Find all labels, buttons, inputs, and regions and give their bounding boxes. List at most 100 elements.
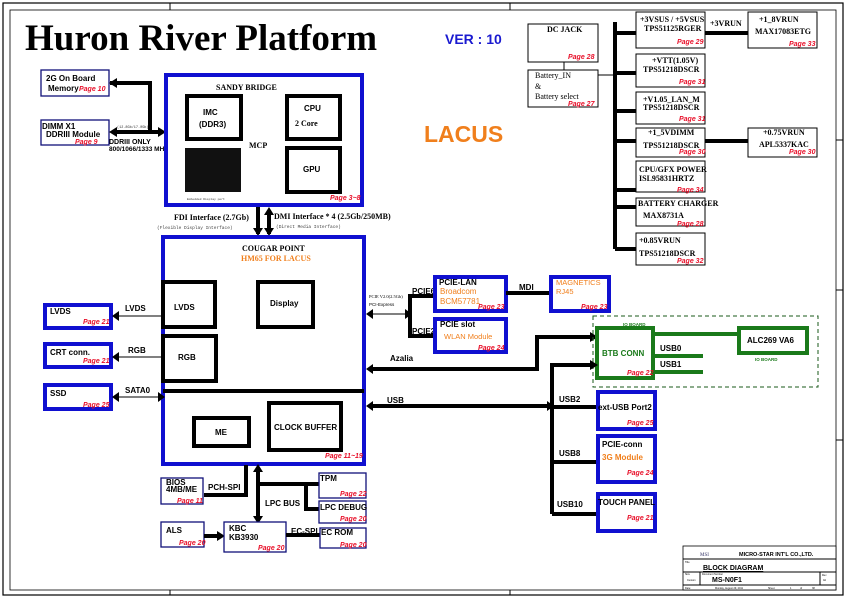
usb10-label: USB10 xyxy=(557,500,583,509)
me-block xyxy=(192,416,251,448)
msi-logo: MSI xyxy=(700,553,709,558)
reg-v105lan-box xyxy=(635,91,706,125)
inner-frame xyxy=(9,9,837,591)
pcie-slot-line1: PCIE slot xyxy=(440,320,475,329)
reg-v105lan-line1: +V1.05_LAN_M xyxy=(643,95,700,104)
reg-15vdimm-line1: +1_5VDIMM xyxy=(648,128,695,137)
fdi-sub-label: (Flexible Display Interface) xyxy=(157,225,233,231)
bios-line2: 4MB/ME xyxy=(166,485,198,494)
sandy-bridge-title: SANDY BRIDGE xyxy=(216,83,277,92)
reg-3vsus-line1: +3VSUS / +5VSUS xyxy=(640,15,705,24)
memory-bandwidth-note: (12.8Gb/17.0Gb) xyxy=(117,125,149,130)
arrow-icon xyxy=(112,352,119,362)
ec-rom-label: EC ROM xyxy=(321,528,353,537)
cougar-point-subtitle: HM65 FOR LACUS xyxy=(241,254,311,263)
arrow-icon xyxy=(112,311,119,321)
onboard-memory-box xyxy=(40,69,110,97)
reg-charger-line1: BATTERY CHARGER xyxy=(638,199,719,208)
version-label: VER : 10 xyxy=(445,31,502,47)
of-label: of xyxy=(800,587,802,590)
pcie-lan-line3: BCM57781 xyxy=(440,297,481,306)
lpc-debug-box xyxy=(318,500,367,524)
3g-module-label: 3G Module xyxy=(602,453,643,462)
reg-vtt-line1: +VTT(1.05V) xyxy=(652,56,698,65)
pch-spi-label: PCH-SPI xyxy=(208,483,240,492)
battery-page: Page 27 xyxy=(568,101,596,108)
lpc-debug-label: LPC DEBUG xyxy=(320,503,367,512)
vrun18-box xyxy=(747,11,818,49)
ssd-label: SSD xyxy=(50,389,67,398)
reg-3vsus-line2: TPS51125RGER xyxy=(644,24,702,33)
reg-cpugfx-line2: ISL95831HRTZ xyxy=(639,174,694,183)
vrun18-page: Page 33 xyxy=(789,41,816,48)
battery-line3: Battery select xyxy=(535,92,580,101)
tpm-box xyxy=(318,472,367,499)
onboard-memory-line2: Memory xyxy=(48,84,79,93)
imc-label: IMC xyxy=(203,108,218,117)
pcie-conn-3g-box xyxy=(596,434,657,484)
date-label: Date: xyxy=(685,587,691,590)
gpu-block xyxy=(285,146,342,194)
rev-value: 0A xyxy=(823,579,826,582)
pcie-lan-page: Page 23 xyxy=(478,304,505,311)
btb-conn-label: BTB CONN xyxy=(602,349,644,358)
arrow-icon xyxy=(264,228,274,236)
pcie-slot-box xyxy=(433,317,508,354)
arrow-icon xyxy=(112,392,119,402)
reg-3vsus-page: Page 29 xyxy=(677,39,704,46)
crt-conn-box xyxy=(43,342,113,369)
onboard-memory-line1: 2G On Board xyxy=(46,74,95,83)
sata0-bus-label: SATA0 xyxy=(125,386,151,395)
reg-085vrun-box xyxy=(635,232,706,266)
arrow-icon xyxy=(253,464,263,472)
reg-vtt-page: Page 31 xyxy=(679,79,706,86)
pch-spi-line xyxy=(204,465,248,497)
mdi-label: MDI xyxy=(519,283,534,292)
title-block: MSI MICRO-STAR INT'L CO.,LTD. Title BLOC… xyxy=(682,545,837,591)
arrow-icon xyxy=(109,78,117,88)
reg-3vsus-box xyxy=(635,11,706,49)
pcie2-label: PCIE2 xyxy=(412,327,436,336)
reg-15vdimm-box xyxy=(635,127,706,158)
azalia-line xyxy=(370,335,592,371)
date-value: Monday, August 29, 2011 xyxy=(715,587,744,590)
vrun075-page: Page 30 xyxy=(789,149,816,156)
imc-sub-label: (DDR3) xyxy=(199,120,226,129)
kbc-line1: KBC xyxy=(229,524,247,533)
arrow-icon xyxy=(158,127,166,137)
vrun075-line1: +0.75VRUN xyxy=(763,128,805,137)
reg-charger-page: Page 28 xyxy=(677,221,704,228)
memory-bus-line xyxy=(110,81,152,132)
bios-page: Page 11 xyxy=(177,498,203,505)
cpu-label: CPU xyxy=(304,104,321,113)
arrow-icon xyxy=(366,401,373,411)
pcie-lan-line1: PCIE-LAN xyxy=(439,278,477,287)
clock-buffer-label: CLOCK BUFFER xyxy=(274,423,337,432)
page-title: Huron River Platform xyxy=(25,18,377,59)
io-board-region xyxy=(592,315,819,388)
magnetics-page: Page 23 xyxy=(581,304,608,311)
lvds-panel-page: Page 21 xyxy=(83,319,110,326)
reg-cpugfx-box xyxy=(635,160,706,193)
diagram-title: BLOCK DIAGRAM xyxy=(703,565,763,572)
alc269-label: ALC269 VA6 xyxy=(747,336,795,345)
pch-rgb-label: RGB xyxy=(178,353,196,362)
kbc-page: Page 20 xyxy=(258,545,285,552)
vrun18-line1: +1_8VRUN xyxy=(759,15,799,24)
btb-conn-box xyxy=(595,326,655,380)
outer-frame xyxy=(2,2,844,596)
pch-rgb-block xyxy=(161,334,218,383)
battery-line1: Battery_IN xyxy=(535,71,571,80)
usb8-label: USB8 xyxy=(559,449,581,458)
kbc-box xyxy=(223,521,287,553)
dc-jack-box xyxy=(527,23,599,63)
pcie-conn-3g-page: Page 24 xyxy=(627,470,654,477)
alc269-box xyxy=(737,326,809,355)
dimm-page: Page 9 xyxy=(75,139,98,146)
cpu-cores-label: 2 Core xyxy=(295,119,318,128)
arrow-icon xyxy=(590,360,598,370)
project-name: LACUS xyxy=(424,121,503,147)
crt-conn-label: CRT conn. xyxy=(50,348,90,357)
bios-line1: BIOS xyxy=(166,478,186,487)
fdi-label: FDI Interface (2.7Gb) xyxy=(174,213,249,222)
